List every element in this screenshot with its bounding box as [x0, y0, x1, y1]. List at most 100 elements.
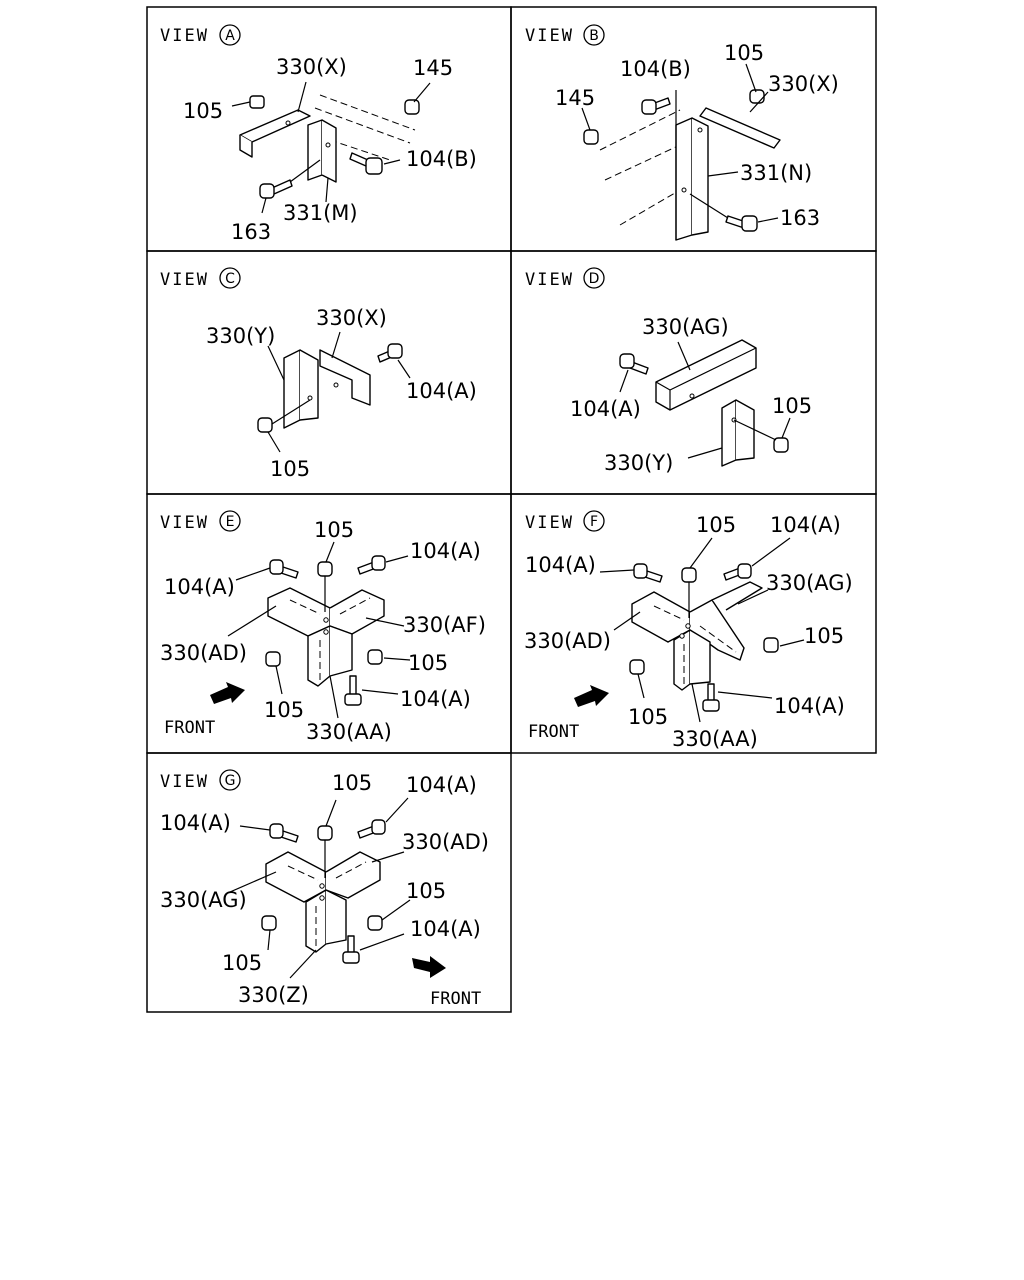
- leader-line: [361, 689, 399, 695]
- nut-145: [583, 129, 599, 145]
- view-heading-c: VIEW C: [160, 267, 241, 290]
- callout-label: 145: [555, 86, 595, 110]
- panel-f-drawing: [574, 537, 805, 723]
- bolt-163: [271, 179, 293, 195]
- bolt-hole: [681, 187, 687, 193]
- leader-line: [289, 159, 321, 183]
- callout-label: 104(A): [160, 811, 231, 835]
- leader-line: [689, 537, 713, 569]
- leader-line: [267, 929, 271, 951]
- member-330aa: [329, 625, 353, 677]
- callout-label: 331(M): [283, 201, 358, 225]
- leader-line: [325, 799, 337, 827]
- bolt-163-head: [259, 183, 275, 199]
- leader-line: [235, 567, 271, 581]
- bolt-104a-bottom-head: [344, 693, 362, 706]
- member-330aa: [307, 625, 331, 687]
- callout-label: 105: [628, 705, 668, 729]
- leader-line: [599, 569, 635, 573]
- panel-a-callouts: 330(X) 145 105 104(B) 163 331(M): [183, 55, 477, 244]
- view-letter-circle: [583, 510, 605, 532]
- leader-line: [733, 419, 777, 441]
- callout-label: 104(A): [400, 687, 471, 711]
- leader-line: [359, 933, 405, 951]
- bolt-hole: [697, 127, 703, 133]
- view-letter-circle: [219, 510, 241, 532]
- nut-145: [404, 99, 420, 115]
- bolt-hole: [685, 623, 691, 629]
- callout-label: 331(N): [740, 161, 812, 185]
- leader-line: [637, 673, 645, 699]
- leader-line: [325, 541, 335, 563]
- bracket-330x: [239, 135, 253, 158]
- leader-line: [331, 331, 341, 359]
- panel-g-border: [146, 752, 512, 1013]
- view-heading-g: VIEW G: [160, 769, 241, 792]
- bolt-hole: [323, 617, 329, 623]
- bracket-330x: [239, 109, 311, 143]
- bolt-104a-head: [619, 353, 635, 369]
- leader-line: [239, 825, 271, 831]
- member-330ag: [711, 581, 763, 611]
- front-arrow-icon: [210, 682, 245, 704]
- nut-105: [265, 651, 281, 667]
- hidden-line: [335, 861, 367, 879]
- callout-label: 104(A): [770, 513, 841, 537]
- view-word: VIEW: [160, 772, 209, 792]
- bolt-104a-head: [371, 555, 386, 571]
- callout-label: 105: [772, 394, 812, 418]
- bolt-104a-head: [371, 819, 386, 835]
- callout-label: 105: [314, 518, 354, 542]
- leader-line: [749, 91, 769, 113]
- panel-c-callouts: 330(X) 330(Y) 104(A) 105: [206, 306, 477, 481]
- panel-g-drawing: [229, 797, 446, 979]
- bolt-hole: [285, 120, 291, 126]
- leader-line: [383, 159, 401, 165]
- view-letter-circle: [583, 267, 605, 289]
- bolt-hole: [679, 633, 685, 639]
- nut-105: [763, 637, 779, 653]
- front-label: FRONT: [528, 722, 579, 742]
- callout-label: 105: [270, 457, 310, 481]
- bolt-hole: [325, 142, 331, 148]
- leader-line: [371, 851, 405, 863]
- hidden-line: [287, 865, 319, 881]
- view-word: VIEW: [160, 26, 209, 46]
- bolt-104a-head: [387, 343, 403, 359]
- callout-label: 330(AG): [160, 888, 247, 912]
- front-label: FRONT: [164, 718, 215, 738]
- panel-e-drawing: [210, 541, 411, 719]
- callout-label: 104(A): [164, 575, 235, 599]
- hidden-line: [289, 599, 321, 615]
- bolt-104a-head: [633, 563, 648, 579]
- callout-label: 104(A): [410, 539, 481, 563]
- callout-label: 330(Y): [604, 451, 673, 475]
- bracket-331n: [691, 117, 709, 236]
- bolt-hole: [323, 629, 329, 635]
- callout-label: 330(X): [768, 72, 839, 96]
- panel-grid: [146, 6, 877, 1013]
- panel-b-drawing: [581, 63, 781, 241]
- nut-105-top: [317, 825, 333, 841]
- view-word: VIEW: [525, 270, 574, 290]
- callout-label: 330(X): [316, 306, 387, 330]
- leader-line: [781, 417, 791, 439]
- callout-label: 330(AD): [524, 629, 611, 653]
- callout-label: 105: [406, 879, 446, 903]
- bracket-330ag: [655, 339, 757, 411]
- bracket-330y: [735, 399, 755, 461]
- callout-label: 105: [696, 513, 736, 537]
- frame-dashed-line: [319, 94, 416, 131]
- leader-line: [289, 949, 317, 979]
- leader-line: [231, 101, 251, 107]
- view-word: VIEW: [525, 513, 574, 533]
- callout-label: 163: [231, 220, 271, 244]
- callout-label: 105: [222, 951, 262, 975]
- view-word: VIEW: [160, 270, 209, 290]
- nut-105-top: [681, 567, 697, 583]
- callout-label: 104(A): [406, 773, 477, 797]
- hidden-line: [653, 605, 685, 621]
- panel-f-callouts: 105 104(A) 104(A) 330(AG) 330(AD) 105 10…: [524, 513, 853, 751]
- callout-label: 330(AD): [160, 641, 247, 665]
- member-330af: [329, 589, 385, 635]
